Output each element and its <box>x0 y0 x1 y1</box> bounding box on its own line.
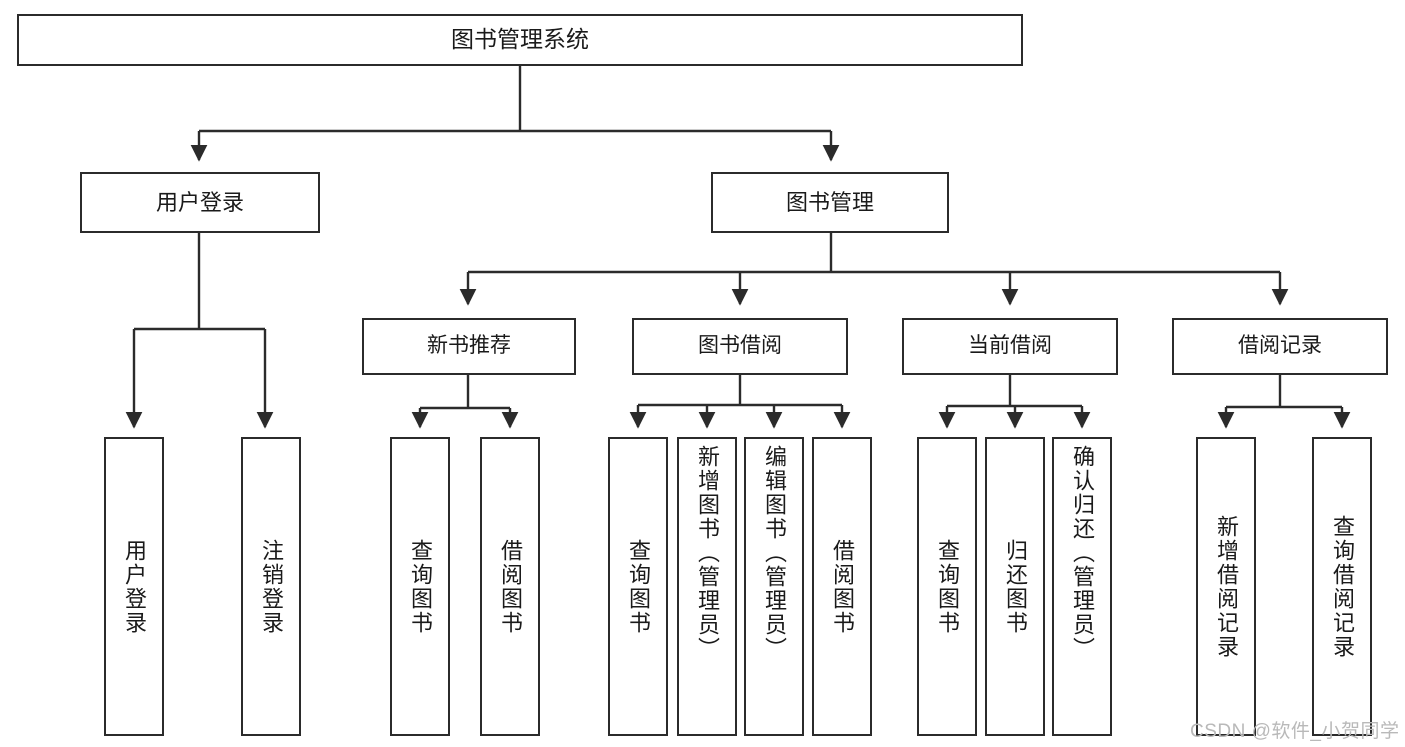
node-book-management[interactable]: 图书管理 <box>711 172 949 233</box>
leaf-return-book-label: 归还图书 <box>1003 538 1028 635</box>
leaf-confirm-return-label: 确认归还（管理员） <box>1070 445 1095 661</box>
leaf-edit-book[interactable]: 编辑图书（管理员） <box>744 437 804 736</box>
node-book-management-label: 图书管理 <box>785 189 874 215</box>
leaf-query-record[interactable]: 查询借阅记录 <box>1312 437 1372 736</box>
leaf-user-logout[interactable]: 注销登录 <box>241 437 301 736</box>
leaf-add-book[interactable]: 新增图书（管理员） <box>677 437 737 736</box>
leaf-borrow-book-2[interactable]: 借阅图书 <box>812 437 872 736</box>
node-root[interactable]: 图书管理系统 <box>17 14 1023 66</box>
node-borrow-record-label: 借阅记录 <box>1238 334 1322 358</box>
leaf-query-book-2-label: 查询图书 <box>626 538 651 635</box>
leaf-user-login[interactable]: 用户登录 <box>104 437 164 736</box>
node-root-label: 图书管理系统 <box>451 26 589 53</box>
csdn-watermark: CSDN @软件_小贺同学 <box>1190 721 1400 742</box>
leaf-query-book-3-label: 查询图书 <box>935 538 960 635</box>
leaf-edit-book-label: 编辑图书（管理员） <box>762 445 787 661</box>
node-new-book-recommend[interactable]: 新书推荐 <box>362 318 576 375</box>
leaf-query-book-2[interactable]: 查询图书 <box>608 437 668 736</box>
node-book-borrow[interactable]: 图书借阅 <box>632 318 848 375</box>
leaf-return-book[interactable]: 归还图书 <box>985 437 1045 736</box>
node-borrow-record[interactable]: 借阅记录 <box>1172 318 1388 375</box>
node-current-borrow[interactable]: 当前借阅 <box>902 318 1118 375</box>
leaf-query-record-label: 查询借阅记录 <box>1330 514 1355 659</box>
leaf-add-record[interactable]: 新增借阅记录 <box>1196 437 1256 736</box>
leaf-query-book-1-label: 查询图书 <box>408 538 433 635</box>
leaf-borrow-book-1-label: 借阅图书 <box>498 538 523 635</box>
leaf-confirm-return[interactable]: 确认归还（管理员） <box>1052 437 1112 736</box>
node-current-borrow-label: 当前借阅 <box>968 334 1052 358</box>
leaf-user-login-label: 用户登录 <box>122 538 147 635</box>
leaf-query-book-1[interactable]: 查询图书 <box>390 437 450 736</box>
leaf-borrow-book-1[interactable]: 借阅图书 <box>480 437 540 736</box>
leaf-user-logout-label: 注销登录 <box>259 538 284 635</box>
leaf-add-record-label: 新增借阅记录 <box>1214 514 1239 659</box>
leaf-add-book-label: 新增图书（管理员） <box>695 445 720 661</box>
leaf-query-book-3[interactable]: 查询图书 <box>917 437 977 736</box>
node-user-login-label: 用户登录 <box>155 189 244 215</box>
leaf-borrow-book-2-label: 借阅图书 <box>830 538 855 635</box>
node-user-login[interactable]: 用户登录 <box>80 172 320 233</box>
node-new-book-recommend-label: 新书推荐 <box>427 334 511 358</box>
node-book-borrow-label: 图书借阅 <box>698 334 782 358</box>
